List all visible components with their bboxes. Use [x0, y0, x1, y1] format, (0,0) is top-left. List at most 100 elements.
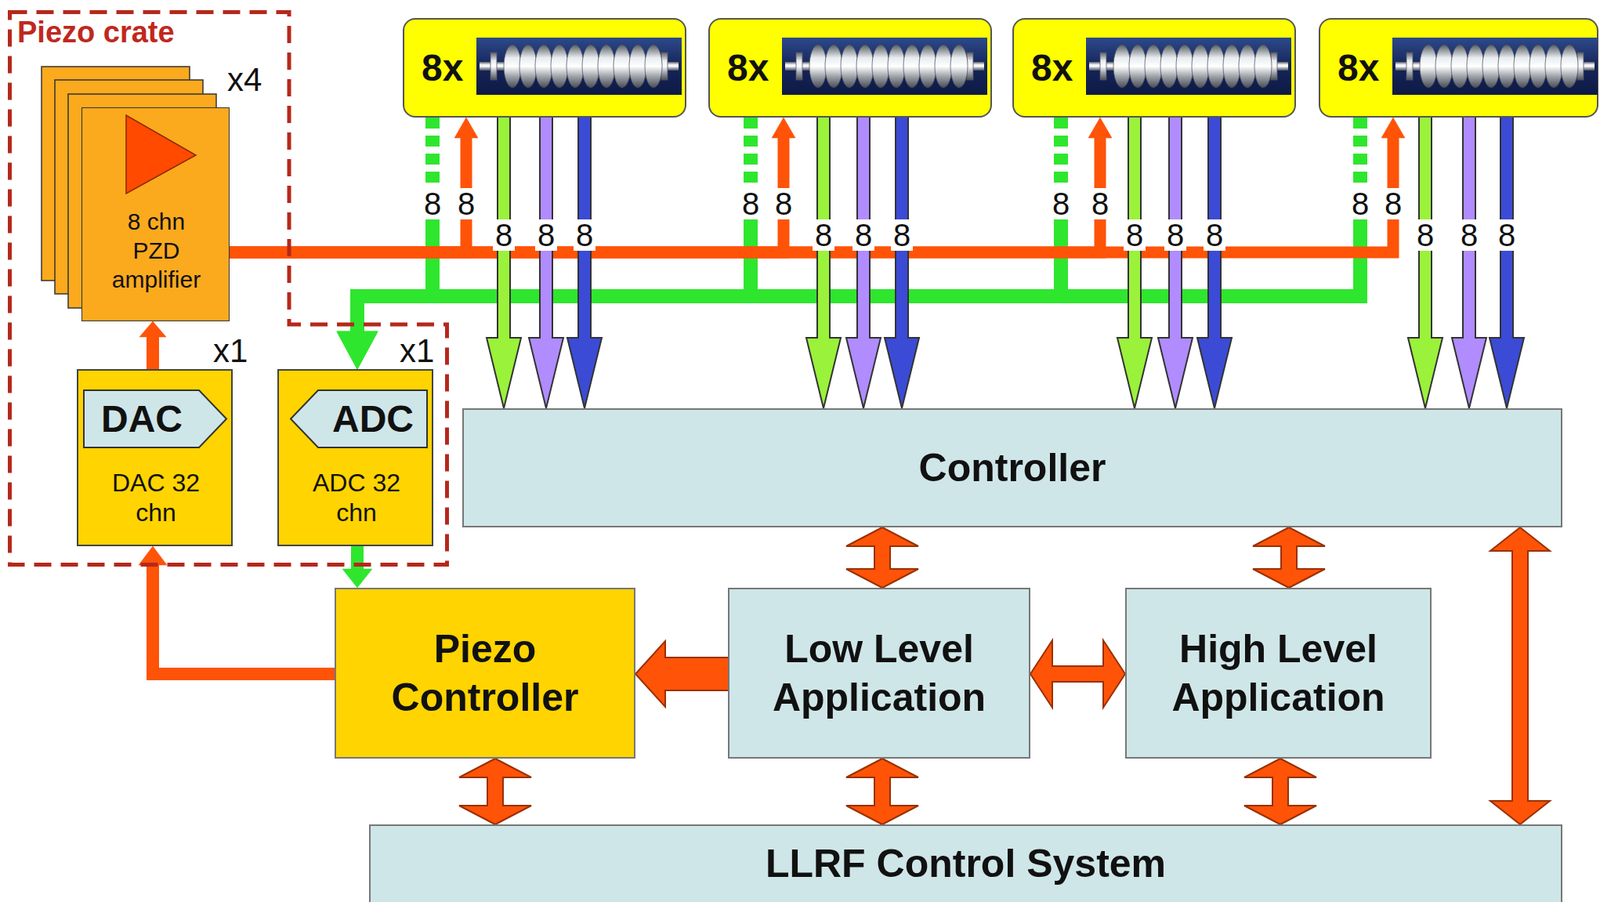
dashed-wire: [1353, 117, 1368, 189]
arrow-head: [459, 758, 532, 778]
channel-count: 8: [852, 219, 875, 251]
arrow-head: [342, 568, 373, 588]
channel-count: 8: [1495, 219, 1518, 251]
connector-line: [1513, 548, 1528, 804]
arrow-head: [1451, 337, 1487, 409]
arrow-head: [1244, 758, 1317, 778]
signal-connector: [846, 117, 881, 409]
arrow-head: [1490, 800, 1550, 825]
connector-line: [875, 774, 890, 808]
node-title: 8 chn PZD amplifier: [107, 206, 206, 294]
arrow-head: [846, 805, 919, 825]
multiplicity-label: x1: [213, 333, 248, 369]
text-run: 8x: [727, 49, 769, 87]
connector-line: [152, 562, 335, 674]
signal-connector: [1252, 527, 1325, 588]
signal-connector: [229, 117, 478, 253]
system-band: LLRF Control System: [369, 824, 1563, 902]
signal-connector: [884, 117, 920, 409]
arrow-head: [1088, 117, 1112, 138]
text-run: LLRF Control System: [765, 839, 1166, 888]
channel-count: 8: [1382, 188, 1405, 220]
node-text: ADC 32 chn: [309, 467, 404, 528]
amplifier-card: 8 chn PZD amplifier: [81, 107, 230, 322]
arrow-head: [486, 337, 522, 409]
arrow-head: [1158, 337, 1193, 409]
channel-count: 8: [1123, 219, 1146, 251]
signal-connector: [528, 117, 564, 409]
text-run: 8x: [421, 49, 464, 87]
arrow-head: [1408, 337, 1443, 409]
node-text: DAC 32 chn: [108, 467, 203, 528]
channel-count: 8: [1203, 219, 1226, 251]
node-title: 8x: [1031, 19, 1073, 116]
arrow-head: [528, 337, 564, 409]
text-run: 8x: [1337, 49, 1380, 87]
arrow-head: [138, 546, 167, 565]
channel-count: 8: [1164, 219, 1187, 251]
arrow-head: [1381, 117, 1405, 138]
connector-line: [1281, 543, 1296, 572]
signal-connector: [459, 758, 532, 825]
node-title: DAC: [83, 389, 229, 449]
multiplicity-label: x4: [227, 62, 262, 98]
text-run: Low Level Application: [752, 624, 1006, 722]
signal-pentagon: [83, 390, 227, 448]
arrow-head: [336, 331, 378, 370]
signal-connector: [229, 117, 796, 253]
text-run: Piezo crate: [17, 15, 175, 49]
signal-connector: [1158, 117, 1193, 409]
signal-connector: [1489, 117, 1524, 409]
connector-line: [351, 546, 364, 572]
arrow-head: [1103, 640, 1126, 708]
arrow-head: [1030, 640, 1053, 708]
arrow-head: [635, 640, 666, 707]
signal-connector: [806, 117, 841, 409]
converter-box: ADCADC 32 chn: [277, 369, 434, 547]
text-run: 8x: [1031, 49, 1073, 87]
cryomodule-box: 8x: [708, 18, 992, 118]
connector-line: [1273, 774, 1288, 808]
arrow-head: [1252, 527, 1325, 547]
controller-box: Controller: [462, 408, 1563, 528]
channel-count: 8: [1458, 219, 1481, 251]
arrow-head: [846, 568, 919, 588]
arrow-head: [1489, 337, 1524, 409]
arrow-head: [1252, 568, 1325, 588]
connector-line: [488, 774, 503, 808]
cryomodule-box: 8x: [1012, 18, 1296, 118]
multiplicity-label: x1: [399, 333, 435, 369]
text-run: DAC: [101, 397, 183, 441]
connector-line: [662, 658, 728, 690]
signal-connector: [567, 117, 602, 409]
converter-box: DAC DAC 32 chn: [76, 369, 233, 547]
node-title: High Level Application: [1126, 589, 1430, 757]
connector-line: [357, 188, 751, 334]
signal-connector: [1197, 117, 1232, 409]
connector-line: [229, 135, 1101, 253]
node-title: 8x: [421, 19, 464, 116]
node-title: Piezo Controller: [336, 589, 634, 757]
connector-line: [1049, 666, 1106, 681]
node-title: Controller: [463, 409, 1561, 526]
node-title: Piezo crate: [17, 14, 175, 50]
node-title: Low Level Application: [729, 589, 1029, 757]
signal-connector: [1408, 117, 1443, 409]
channel-count: 8: [492, 219, 515, 251]
node-title: 8x: [1337, 19, 1380, 116]
arrow-head: [806, 337, 841, 409]
channel-count: 8: [890, 219, 913, 251]
connector-line: [229, 135, 467, 253]
text-run: High Level Application: [1150, 624, 1407, 722]
channel-count: 8: [1414, 219, 1437, 251]
signal-connector: [486, 117, 522, 409]
arrow-head: [336, 331, 378, 370]
text-run: Piezo Controller: [359, 624, 611, 722]
signal-connector: [1490, 527, 1550, 825]
channel-count: 8: [739, 188, 762, 220]
arrow-head: [336, 331, 378, 370]
dashed-wire: [743, 117, 758, 189]
dashed-wire: [425, 117, 440, 189]
process-box: High Level Application: [1125, 587, 1432, 759]
